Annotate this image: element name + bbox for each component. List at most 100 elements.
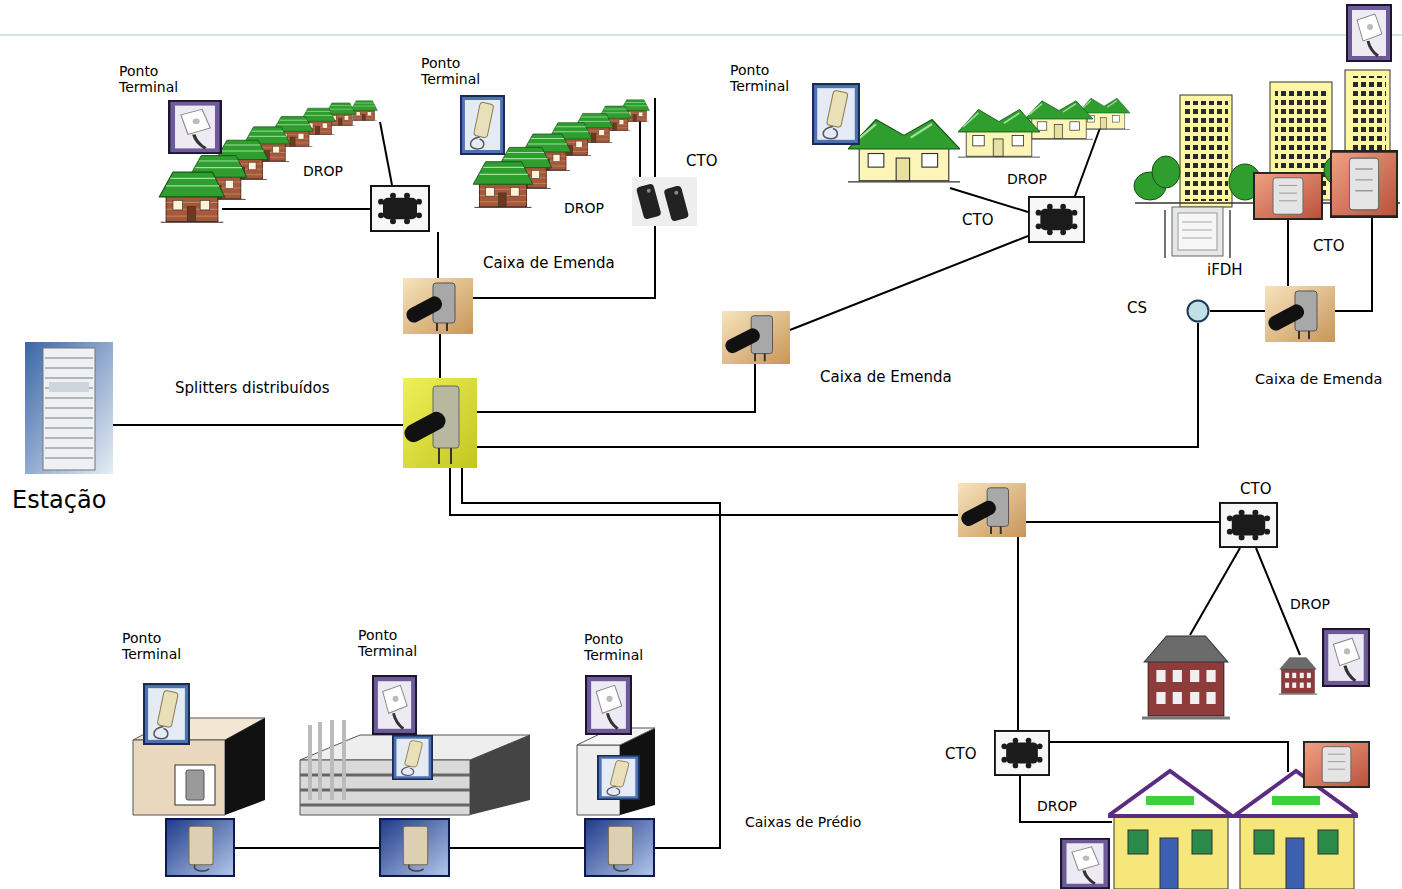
brick-house (351, 101, 378, 121)
splice-closure (722, 311, 790, 364)
yellow-house (958, 109, 1040, 157)
fiber-wire (437, 232, 439, 278)
terminal-icon (586, 676, 631, 734)
fiber-wire (1287, 220, 1289, 286)
yellow-houses (848, 98, 1130, 182)
node-label: Caixa de Emenda (483, 255, 615, 272)
fiber-wire (1335, 218, 1372, 311)
drop-wire (950, 188, 1028, 212)
cto-box-orange (1331, 151, 1397, 216)
cto-box (1029, 197, 1084, 242)
fiber-link (477, 364, 755, 412)
terminal-icon (1323, 629, 1369, 686)
circle-outline (1186, 299, 1210, 323)
cto-box (632, 177, 697, 226)
cto-node: CTO (1219, 502, 1278, 548)
node-label: Estação (12, 487, 106, 515)
building-windows (1350, 76, 1386, 156)
cto-node: CTO (994, 730, 1050, 776)
terminal-icon (144, 684, 189, 744)
fiber-wire (1026, 521, 1219, 523)
cto-box (995, 731, 1049, 775)
terminal-icon (813, 84, 859, 144)
terminal-icon (169, 101, 221, 153)
ifdh-cabinet (1165, 207, 1230, 258)
building-box-device (186, 770, 204, 800)
brick-house (159, 172, 224, 222)
header-rule (0, 34, 1402, 36)
building-closure (166, 819, 234, 876)
fiber-link (439, 334, 441, 378)
terminal-icon (461, 96, 504, 154)
layout-wires (222, 98, 1372, 848)
splice-closure (403, 278, 473, 334)
splice-node: Caixa de Emenda (403, 278, 473, 334)
terminal-icon (1347, 5, 1391, 61)
circle-shape (1188, 301, 1209, 322)
drop-wire (222, 208, 370, 210)
tree (1152, 156, 1180, 188)
apartment-building (1180, 95, 1232, 207)
splitter-closure (401, 378, 477, 468)
fiber-link (1210, 310, 1265, 312)
drop-label: DROP (1007, 171, 1047, 187)
apartment-building (1345, 70, 1390, 160)
fiber-link (113, 424, 403, 426)
splice-closure (958, 483, 1026, 537)
brick-houses (159, 101, 377, 223)
fiber-wire (1017, 537, 1019, 730)
cabinet-body (1172, 207, 1223, 256)
terminal-label: Ponto Terminal (122, 630, 202, 662)
fiber-wire (450, 847, 584, 849)
fiber-wire (462, 468, 720, 848)
terminal-label: Ponto Terminal (584, 631, 664, 663)
splice-node: Caixa de Emenda (1265, 286, 1335, 342)
splice-closure (1265, 286, 1335, 342)
building-windows (1185, 101, 1228, 201)
station-node: Estação (25, 342, 113, 474)
building-box (393, 736, 432, 780)
manor-building (1279, 658, 1317, 694)
cto-box (1220, 503, 1277, 547)
building-box (175, 765, 215, 805)
terminal-label: Ponto Terminal (730, 62, 810, 94)
cto-box-orange (1304, 742, 1369, 787)
terminal-label: Ponto Terminal (358, 627, 438, 659)
office-side (225, 718, 265, 815)
office-columns (310, 720, 344, 800)
drop-wire (1190, 548, 1240, 635)
cto-node: CTO (1028, 196, 1085, 243)
cto-box (371, 186, 429, 231)
fiber-wire (235, 847, 379, 849)
node-label: Caixa de Emenda (820, 369, 952, 386)
building-box (598, 756, 639, 800)
drop-wire (1020, 776, 1112, 822)
node-label: CTO (686, 153, 717, 170)
building-closure (380, 819, 449, 876)
office-windows (300, 775, 470, 805)
node-label: iFDH (1207, 262, 1243, 279)
terminal-label: Ponto Terminal (421, 55, 501, 87)
cto-label: CTO (1313, 238, 1344, 255)
drop-label: DROP (1290, 596, 1330, 612)
splice-node: Caixa de Emenda (722, 311, 790, 364)
node-label: CS (1127, 300, 1147, 317)
manor-building (1142, 636, 1230, 718)
brick-house (473, 162, 533, 208)
cto-box-orange (1254, 173, 1322, 219)
fiber-link (790, 236, 1028, 330)
office-side (470, 735, 530, 815)
terminal-label: Ponto Terminal (119, 63, 199, 95)
node-label: Splitters distribuídos (175, 380, 330, 397)
drop-wire (1050, 742, 1288, 772)
office-front (300, 760, 470, 815)
yellow-house (1025, 101, 1093, 140)
drop-label: DROP (303, 163, 343, 179)
drop-wire (1256, 548, 1300, 655)
node-label: Caixa de Emenda (1255, 371, 1382, 388)
twin-houses (1108, 771, 1358, 889)
building-closure (585, 819, 654, 876)
